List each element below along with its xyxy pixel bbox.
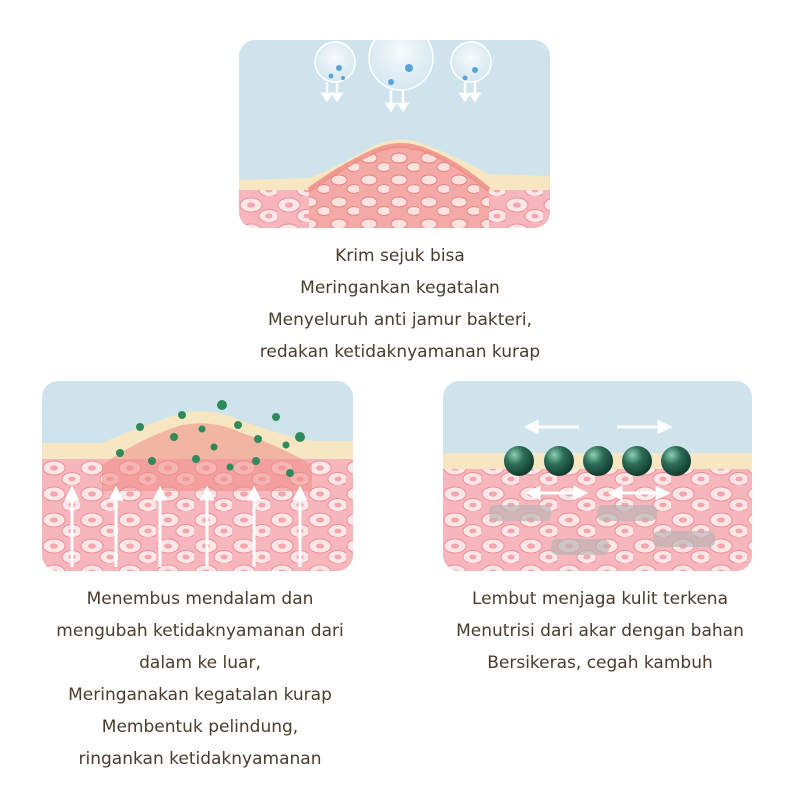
skin-layer <box>443 469 752 571</box>
arrow-down-icon <box>320 82 482 113</box>
caption-line: Menembus mendalam dan <box>86 589 314 609</box>
double-arrow-icon <box>525 485 671 501</box>
illustration-cooling-cream <box>239 40 550 228</box>
water-drop-icon <box>450 41 492 83</box>
water-drop-icon <box>368 40 434 91</box>
caption-line: Menutrisi dari akar dengan bahan <box>456 621 744 641</box>
inflamed-area <box>309 145 489 228</box>
arrow-outward-icon <box>523 419 673 435</box>
green-sphere-icon <box>504 446 691 476</box>
caption-line: redakan ketidaknyamanan kurap <box>259 342 541 362</box>
caption-line: Lembut menjaga kulit terkena <box>472 589 728 609</box>
caption-line: Meringankan kegatalan <box>300 278 500 298</box>
caption-line: ringankan ketidaknyamanan <box>78 749 322 769</box>
caption-line: Krim sejuk bisa <box>335 246 465 266</box>
caption-skin-protection: Lembut menjaga kulit terkena Menutrisi d… <box>400 583 800 679</box>
protective-film <box>489 505 715 555</box>
illustration-deep-penetration <box>42 381 353 571</box>
arrow-up-icon <box>64 485 308 567</box>
caption-line: Bersikeras, cegah kambuh <box>487 653 713 673</box>
caption-line: Meringanakan kegatalan kurap <box>68 685 332 705</box>
illustration-skin-protection <box>443 381 752 571</box>
caption-line: mengubah ketidaknyamanan dari <box>56 621 344 641</box>
caption-line: Menyeluruh anti jamur bakteri, <box>267 310 532 330</box>
caption-line: Membentuk pelindung, <box>101 717 299 737</box>
caption-deep-penetration: Menembus mendalam dan mengubah ketidakny… <box>0 583 400 775</box>
water-drop-icon <box>314 41 356 83</box>
green-dot-icon <box>116 400 305 477</box>
caption-cooling-cream: Krim sejuk bisa Meringankan kegatalan Me… <box>200 240 600 368</box>
caption-line: dalam ke luar, <box>139 653 261 673</box>
